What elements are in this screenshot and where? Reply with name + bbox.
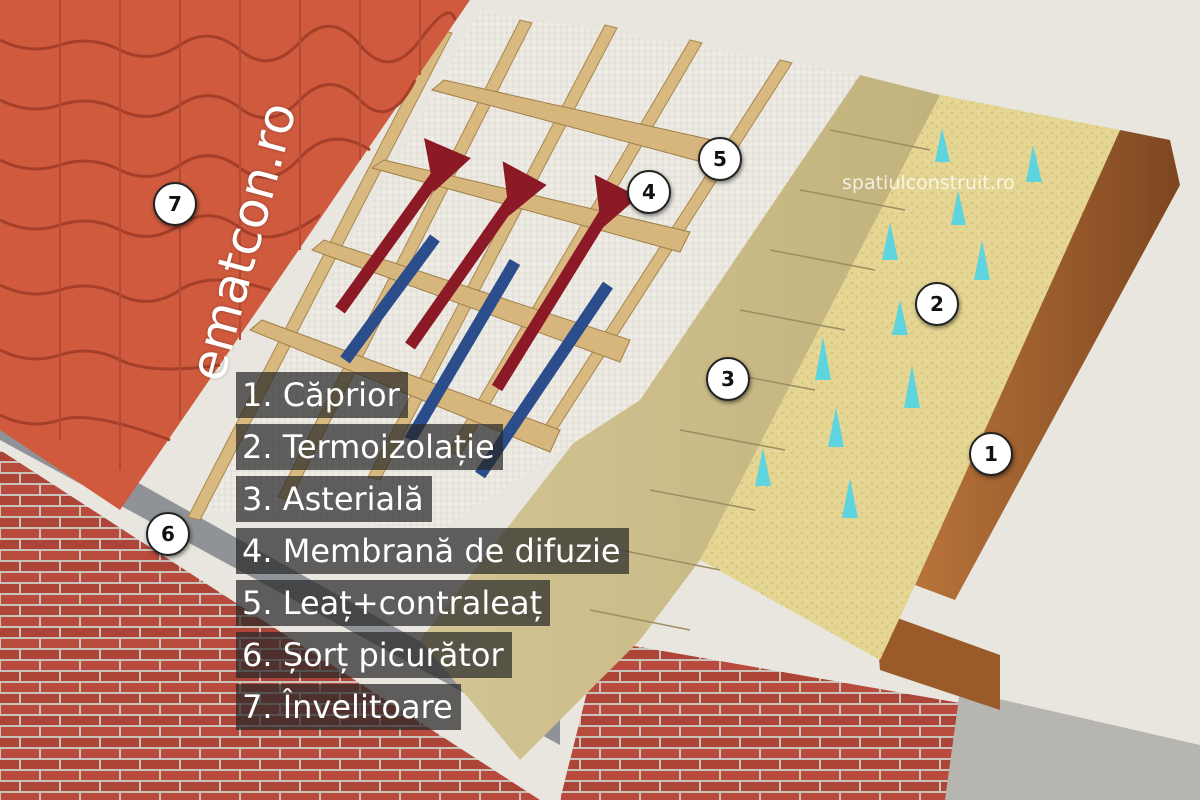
marker-3: 3 — [706, 357, 750, 401]
warm-air-arrows — [335, 138, 639, 392]
legend-item-membrane: 4. Membrană de difuzie — [236, 528, 629, 574]
legend-item-rafter: 1. Căprior — [236, 372, 408, 418]
legend: 1. Căprior 2. Termoizolație 3. Asterială… — [236, 372, 629, 736]
marker-2: 2 — [915, 282, 959, 326]
legend-item-battens: 5. Leaț+contraleaț — [236, 580, 551, 626]
concrete-beam — [945, 690, 1200, 800]
brick-wall-right — [560, 640, 1000, 800]
marker-6: 6 — [146, 512, 190, 556]
marker-4: 4 — [627, 170, 671, 214]
legend-item-roof-covering: 7. Învelitoare — [236, 684, 461, 730]
marker-1: 1 — [969, 432, 1013, 476]
rafter-end — [875, 610, 1000, 710]
decking-board-lines — [589, 129, 931, 631]
roof-tiles — [0, 0, 470, 510]
legend-item-insulation: 2. Termoizolație — [236, 424, 503, 470]
watermark-spatiulconstruit: spatiulconstruit.ro — [842, 172, 1015, 194]
rafter — [915, 130, 1180, 600]
legend-item-decking: 3. Asterială — [236, 476, 432, 522]
vapor-arrows — [755, 128, 1042, 518]
legend-item-drip-edge: 6. Șorț picurător — [236, 632, 512, 678]
marker-7: 7 — [153, 182, 197, 226]
marker-5: 5 — [698, 137, 742, 181]
